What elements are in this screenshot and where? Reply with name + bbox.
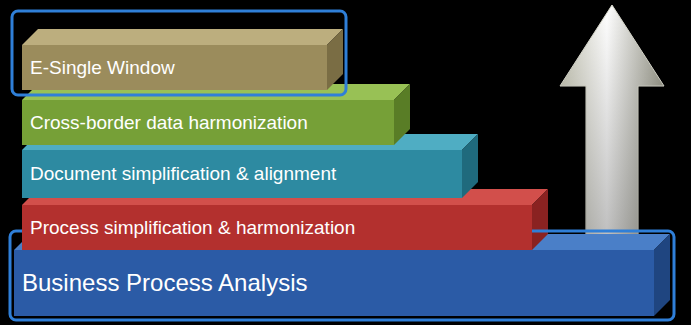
outline-frame [12,11,346,95]
block-front-face [22,150,462,198]
step-band: Business Process Analysis [14,250,654,316]
block-side-face [327,29,343,90]
step-band: Document simplification & alignment [22,150,462,198]
up-arrow [560,5,664,236]
step-label: E-Single Window [22,57,175,79]
block-front-face [22,100,394,145]
block-side-face [394,84,410,145]
step-label: Business Process Analysis [14,269,307,297]
block-top-face [22,29,343,45]
block-front-face [14,250,654,316]
step-label: Document simplification & alignment [22,163,336,185]
block-side-face [462,134,478,198]
step-label: Cross-border data harmonization [22,112,308,134]
step-band: E-Single Window [22,45,327,90]
block-front-face [22,205,532,250]
step-band: Process simplification & harmonization [22,205,532,250]
step-band: Cross-border data harmonization [22,100,394,145]
block-front-face [22,45,327,90]
block-side-face [532,189,548,250]
step-label: Process simplification & harmonization [22,217,355,239]
block-side-face [654,234,670,316]
